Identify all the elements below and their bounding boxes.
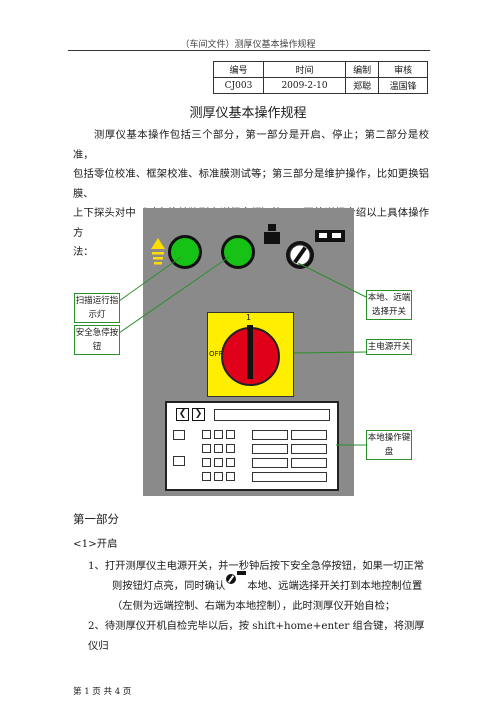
meta-reviewer: 温国锋 (378, 77, 428, 94)
switch-on-label: 1 (246, 313, 252, 322)
numeric-key[interactable] (226, 444, 235, 453)
command-key[interactable] (291, 444, 327, 454)
step-1-line-2: 则按钮灯点亮，同时确认 本地、远端选择开关打到本地控制位置 (88, 571, 431, 596)
header-divider (68, 50, 430, 51)
numeric-key[interactable] (226, 430, 235, 439)
subsection-heading: <1>开启 (73, 538, 118, 550)
warning-triangle-icon (151, 238, 165, 265)
meta-author: 郑聪 (345, 77, 380, 94)
enter-key[interactable] (252, 472, 327, 482)
step-1-line-1: 1、打开测厚仪主电源开关，并一秒钟后按下安全急停按钮，如果一切正常 (88, 560, 425, 572)
local-operation-keyboard: ❮ ❯ (165, 401, 339, 491)
numeric-key[interactable] (202, 430, 211, 439)
intro-line: 包括零位校准、框架校准、标准膜测试等；第三部分是维护操作，比如更换铝膜、 (73, 168, 429, 200)
callout-emergency-stop: 安全急停按钮 (74, 325, 120, 355)
page-footer: 第 1 页 共 4 页 (73, 687, 132, 697)
key-switch-icon (315, 230, 345, 242)
switch-off-label: OFF (209, 350, 223, 358)
intro-line: 测厚仪基本操作包括三个部分，第一部分是开启、停止；第二部分是校准， (73, 129, 429, 161)
callout-scan-lamp: 扫描运行指示灯 (74, 293, 120, 323)
running-header: （车间文件）测厚仪基本操作规程 (180, 40, 316, 50)
callout-local-keyboard: 本地操作键盘 (366, 430, 412, 460)
document-title: 测厚仪基本操作规程 (189, 106, 307, 121)
command-key[interactable] (252, 444, 288, 454)
control-panel-figure: 1 OFF ❮ ❯ (143, 208, 354, 496)
step-1-text-after-icon: 本地、远端选择开关打到本地控制位置 (247, 580, 423, 592)
main-power-switch[interactable] (221, 325, 280, 386)
main-power-switch-plate: 1 OFF (207, 312, 294, 397)
numeric-key[interactable] (202, 472, 211, 481)
arrow-left-key[interactable]: ❮ (176, 408, 189, 421)
numeric-key[interactable] (226, 458, 235, 467)
scan-running-lamp[interactable] (168, 235, 202, 269)
step-1: 1、打开测厚仪主电源开关，并一秒钟后按下安全急停按钮，如果一切正常 则按钮灯点亮… (88, 556, 431, 616)
step-2-line-1: 2、待测厚仪开机自检完毕以后，按 shift+home+enter 组合键，将测… (88, 620, 425, 652)
callout-local-remote: 本地、远端选择开关 (366, 290, 412, 320)
command-key[interactable] (252, 458, 288, 468)
intro-line: 法： (73, 246, 94, 258)
numeric-key[interactable] (202, 458, 211, 467)
selector-switch-icon (225, 571, 247, 588)
numeric-key[interactable] (214, 430, 223, 439)
numeric-key[interactable] (214, 444, 223, 453)
local-remote-selector-switch[interactable] (284, 239, 316, 271)
arrow-right-key[interactable]: ❯ (192, 408, 205, 421)
step-1-text-before-icon: 则按钮灯点亮，同时确认 (112, 580, 226, 592)
emergency-stop-button[interactable] (221, 235, 255, 269)
callout-main-power: 主电源开关 (366, 339, 412, 355)
command-key[interactable] (291, 458, 327, 468)
keypad-display (214, 409, 330, 421)
function-key[interactable] (173, 430, 185, 440)
function-key[interactable] (173, 456, 185, 466)
command-key[interactable] (291, 430, 327, 440)
lock-icon (264, 224, 280, 244)
numeric-key[interactable] (202, 444, 211, 453)
command-key[interactable] (252, 430, 288, 440)
step-1-line-3: （左侧为远端控制、右端为本地控制），此时测厚仪开始自检； (112, 600, 396, 612)
section-heading: 第一部分 (73, 512, 119, 526)
step-2: 2、待测厚仪开机自检完毕以后，按 shift+home+enter 组合键，将测… (88, 616, 431, 656)
numeric-key[interactable] (214, 458, 223, 467)
document-meta-table: 编号 时间 编制 审核 CJ003 2009-2-10 郑聪 温国锋 (213, 61, 428, 94)
numeric-key[interactable] (226, 472, 235, 481)
numeric-key[interactable] (214, 472, 223, 481)
